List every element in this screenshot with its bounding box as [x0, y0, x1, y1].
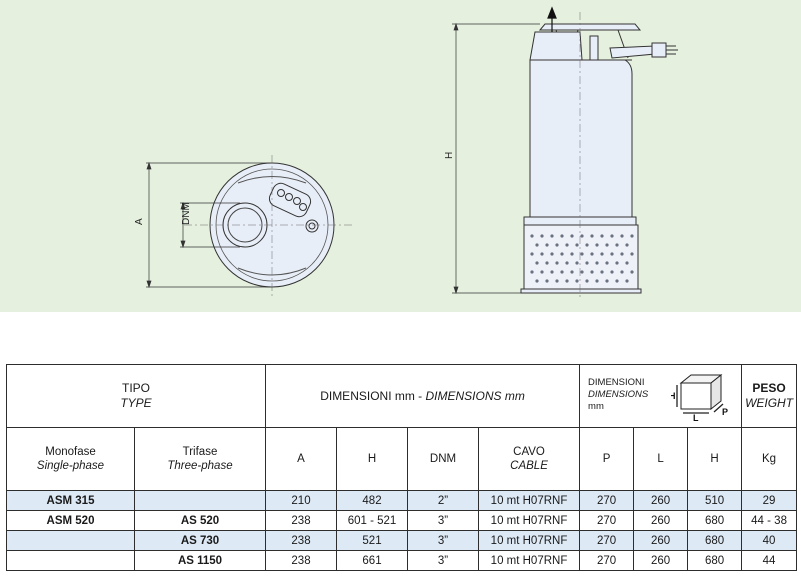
- cell-h: 601 - 521: [336, 510, 408, 531]
- label-dnm: DNM: [181, 202, 192, 225]
- dimension-dnm: [180, 201, 240, 249]
- cell-dnm: 3”: [407, 530, 479, 551]
- cell-l: 260: [633, 510, 689, 531]
- col-cavo: CAVO CABLE: [477, 427, 581, 491]
- header-dimensioni-label: DIMENSIONI mm -: [320, 389, 426, 403]
- header-weight-label: WEIGHT: [745, 396, 794, 410]
- cell-tri: AS 520: [134, 510, 266, 531]
- cell-kg: 44: [741, 550, 798, 571]
- header-type-label: TYPE: [120, 396, 152, 410]
- outlet-arrow: [547, 6, 557, 32]
- box-icon: H L P: [671, 373, 728, 421]
- pump-drawing: A DNM: [134, 6, 678, 298]
- technical-drawing-panel: A DNM: [0, 0, 801, 312]
- cell-kg: 44 - 38: [741, 510, 798, 531]
- cell-tri: AS 1150: [134, 550, 266, 571]
- pump-top-view: [184, 155, 354, 296]
- header-box-mm: mm: [588, 401, 604, 412]
- cell-a: 238: [265, 530, 337, 551]
- header-box-dimensioni: DIMENSIONI: [588, 377, 645, 388]
- header-row: TIPO TYPE DIMENSIONI mm - DIMENSIONS mm …: [6, 364, 798, 428]
- box-label-p: P: [722, 407, 728, 417]
- cell-p: 270: [579, 490, 635, 511]
- cell-mono: ASM 520: [6, 510, 135, 531]
- strainer-holes: [530, 234, 634, 283]
- cell-p: 270: [579, 510, 635, 531]
- cell-tri: AS 730: [134, 530, 266, 551]
- pump-side-view: [520, 23, 678, 294]
- col-dnm: DNM: [407, 427, 479, 491]
- cell-h2: 680: [687, 510, 743, 531]
- subheader-row: Monofase Single-phase Trifase Three-phas…: [6, 427, 798, 491]
- cell-l: 260: [633, 490, 689, 511]
- cell-h2: 680: [687, 550, 743, 571]
- table-row: AS 730 238 521 3” 10 mt H07RNF 270 260 6…: [6, 530, 798, 551]
- cell-h: 521: [336, 530, 408, 551]
- header-dimensioni: DIMENSIONI mm - DIMENSIONS mm: [264, 364, 581, 428]
- table-row: ASM 520 AS 520 238 601 - 521 3” 10 mt H0…: [6, 510, 798, 531]
- cell-cavo: 10 mt H07RNF: [477, 530, 581, 551]
- cell-l: 260: [633, 530, 689, 551]
- col-p: P: [579, 427, 635, 491]
- cell-tri: [134, 490, 266, 511]
- cell-dnm: 2”: [407, 490, 479, 511]
- cell-kg: 29: [741, 490, 798, 511]
- dimensions-table: TIPO TYPE DIMENSIONI mm - DIMENSIONS mm …: [6, 364, 798, 571]
- cell-cavo: 10 mt H07RNF: [477, 490, 581, 511]
- cell-p: 270: [579, 550, 635, 571]
- col-h2: H: [687, 427, 743, 491]
- col-cable-label: CABLE: [510, 460, 548, 472]
- col-single-phase-label: Single-phase: [36, 460, 105, 472]
- cell-a: 210: [265, 490, 337, 511]
- cell-l: 260: [633, 550, 689, 571]
- cell-cavo: 10 mt H07RNF: [477, 510, 581, 531]
- cell-dnm: 3”: [407, 510, 479, 531]
- box-label-l: L: [693, 413, 699, 421]
- cell-a: 238: [265, 550, 337, 571]
- col-a: A: [265, 427, 337, 491]
- cell-mono: [6, 550, 135, 571]
- cell-cavo: 10 mt H07RNF: [477, 550, 581, 571]
- header-peso: PESO WEIGHT: [741, 364, 798, 428]
- col-monofase: Monofase Single-phase: [6, 427, 135, 491]
- col-monofase-label: Monofase: [45, 446, 96, 458]
- cell-p: 270: [579, 530, 635, 551]
- header-tipo-label: TIPO: [121, 381, 150, 395]
- table-row: ASM 315 210 482 2” 10 mt H07RNF 270 260 …: [6, 490, 798, 511]
- dimension-h: [452, 22, 540, 295]
- cell-mono: [6, 530, 135, 551]
- cell-dnm: 3”: [407, 550, 479, 571]
- header-packaging: DIMENSIONI DIMENSIONS mm H L P: [579, 364, 743, 428]
- label-h: H: [444, 152, 455, 159]
- col-three-phase-label: Three-phase: [167, 460, 233, 472]
- cable-connector-top: [268, 182, 312, 218]
- cell-h2: 510: [687, 490, 743, 511]
- cable-gland-side: [609, 42, 678, 59]
- col-l: L: [633, 427, 689, 491]
- header-tipo: TIPO TYPE: [6, 364, 266, 428]
- cell-h: 482: [336, 490, 408, 511]
- cell-kg: 40: [741, 530, 798, 551]
- col-h: H: [336, 427, 408, 491]
- col-trifase: Trifase Three-phase: [134, 427, 266, 491]
- col-cavo-label: CAVO: [513, 446, 545, 458]
- header-box-dimensions: DIMENSIONS: [588, 389, 649, 400]
- header-peso-label: PESO: [752, 381, 786, 395]
- header-dimensions-label: DIMENSIONS mm: [425, 389, 525, 403]
- col-trifase-label: Trifase: [182, 446, 218, 458]
- cell-a: 238: [265, 510, 337, 531]
- cell-h2: 680: [687, 530, 743, 551]
- box-label-h: H: [671, 391, 676, 401]
- cell-h: 661: [336, 550, 408, 571]
- cell-mono: ASM 315: [6, 490, 135, 511]
- label-a: A: [134, 218, 145, 225]
- col-kg: Kg: [741, 427, 798, 491]
- table-row: AS 1150 238 661 3” 10 mt H07RNF 270 260 …: [6, 550, 798, 571]
- dimension-a: [146, 161, 270, 289]
